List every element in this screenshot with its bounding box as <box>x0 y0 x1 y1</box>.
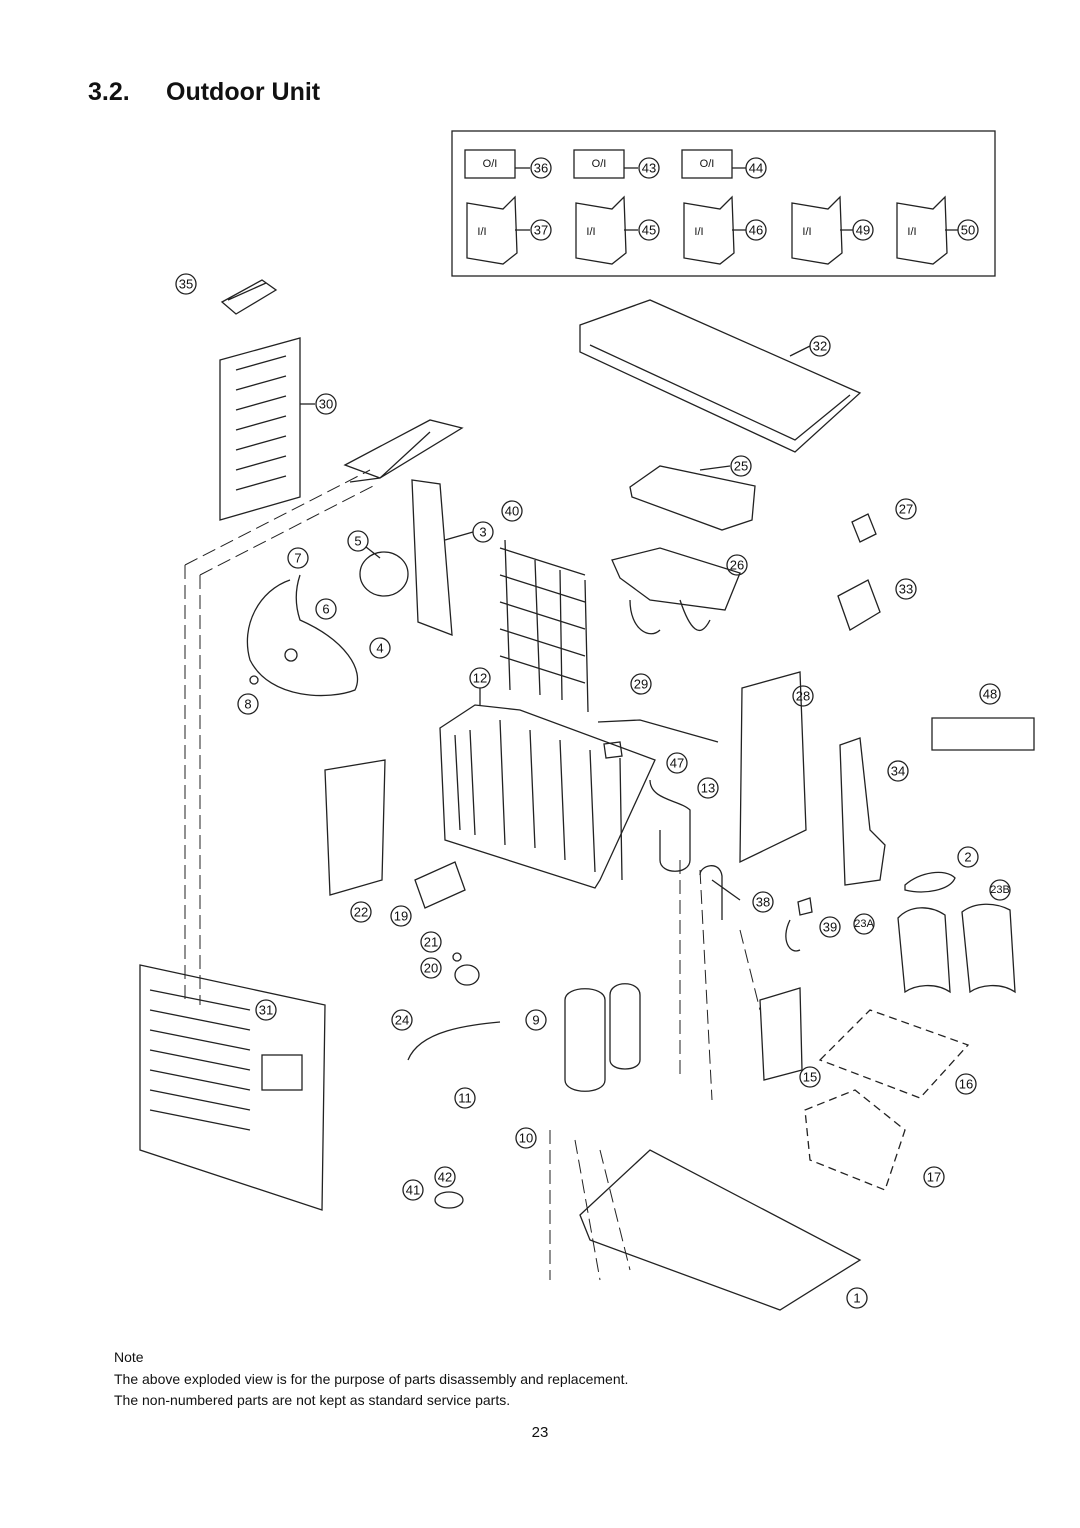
callout-35: 35 <box>179 277 193 292</box>
page-number: 23 <box>531 1424 549 1441</box>
electronic-controller-drawing <box>611 547 741 611</box>
control-board-casing-drawing <box>739 671 807 864</box>
callout-4: 4 <box>376 641 383 656</box>
callout-23a: 23A <box>854 918 874 930</box>
callout-16: 16 <box>959 1077 973 1092</box>
base-pan-drawing <box>579 1149 862 1311</box>
callout-42: 42 <box>438 1170 452 1185</box>
callout-38: 38 <box>756 895 770 910</box>
manual-tag-36: O/I <box>483 158 498 170</box>
callout-13: 13 <box>701 781 715 796</box>
side-panel-drawing <box>219 337 301 521</box>
callout-17: 17 <box>927 1170 941 1185</box>
callout-49: 49 <box>856 223 870 238</box>
callout-26: 26 <box>730 558 744 573</box>
top-cover-drawing <box>579 299 862 453</box>
callout-19: 19 <box>394 909 408 924</box>
callout-5: 5 <box>354 534 361 549</box>
callout-45: 45 <box>642 223 656 238</box>
callout-12: 12 <box>473 671 487 686</box>
callout-31: 31 <box>259 1003 273 1018</box>
callout-8: 8 <box>244 697 251 712</box>
callout-23b: 23B <box>990 884 1010 896</box>
callout-48: 48 <box>983 687 997 702</box>
callout-50: 50 <box>961 223 975 238</box>
sound-insulation-b-drawing <box>961 903 1016 994</box>
front-panel-drawing <box>139 964 326 1211</box>
callout-33: 33 <box>899 582 913 597</box>
callout-2: 2 <box>964 850 971 865</box>
callout-37: 37 <box>534 223 548 238</box>
fan-guard-drawing <box>324 759 386 896</box>
manuals-row-1 <box>464 149 767 179</box>
callout-46: 46 <box>749 223 763 238</box>
callout-20: 20 <box>424 961 438 976</box>
manual-tag-46: I/I <box>694 226 703 238</box>
manual-tag-49: I/I <box>802 226 811 238</box>
callout-3: 3 <box>479 525 486 540</box>
cabinet-rear-plate-drawing <box>839 737 886 886</box>
callout-47: 47 <box>670 756 684 771</box>
section-number: 3.2. <box>88 78 130 106</box>
callout-43: 43 <box>642 161 656 176</box>
partition-drawing <box>411 479 453 636</box>
manual-tag-43: O/I <box>592 158 607 170</box>
callout-44: 44 <box>749 161 763 176</box>
callout-7: 7 <box>294 551 301 566</box>
callout-30: 30 <box>319 397 333 412</box>
callout-39: 39 <box>823 920 837 935</box>
manual-tag-50: I/I <box>907 226 916 238</box>
control-board-drawing <box>629 465 756 531</box>
callout-36: 36 <box>534 161 548 176</box>
section-heading: 3.2. Outdoor Unit <box>88 78 320 107</box>
note-line-2: The non-numbered parts are not kept as s… <box>114 1392 511 1408</box>
manual-tag-37: I/I <box>477 226 486 238</box>
manual-tag-44: O/I <box>700 158 715 170</box>
callout-15: 15 <box>803 1070 817 1085</box>
callout-41: 41 <box>406 1183 420 1198</box>
callout-22: 22 <box>354 905 368 920</box>
note-heading: Note <box>114 1349 144 1365</box>
propeller-fan-drawing <box>246 574 359 697</box>
guard-net-drawing <box>499 539 589 713</box>
callout-6: 6 <box>322 602 329 617</box>
callout-28: 28 <box>796 689 810 704</box>
manual-tag-45: I/I <box>586 226 595 238</box>
callout-32: 32 <box>813 339 827 354</box>
callout-34: 34 <box>891 764 905 779</box>
compressor-drawing <box>564 988 606 1092</box>
manuals-row-2 <box>466 195 979 265</box>
sound-insulation-a-drawing <box>897 907 951 994</box>
callout-40: 40 <box>505 504 519 519</box>
callout-21: 21 <box>424 935 438 950</box>
callout-1: 1 <box>853 1291 860 1306</box>
condenser-drawing <box>439 704 656 889</box>
callout-9: 9 <box>532 1013 539 1028</box>
callout-24: 24 <box>395 1013 409 1028</box>
manuals-box <box>451 130 996 277</box>
callout-11: 11 <box>458 1091 472 1106</box>
callout-29: 29 <box>634 677 648 692</box>
callout-27: 27 <box>899 502 913 517</box>
terminal-board-drawing <box>220 279 278 315</box>
callout-25: 25 <box>734 459 748 474</box>
callout-10: 10 <box>519 1131 533 1146</box>
note-line-1: The above exploded view is for the purpo… <box>114 1371 629 1387</box>
section-title: Outdoor Unit <box>166 78 321 106</box>
